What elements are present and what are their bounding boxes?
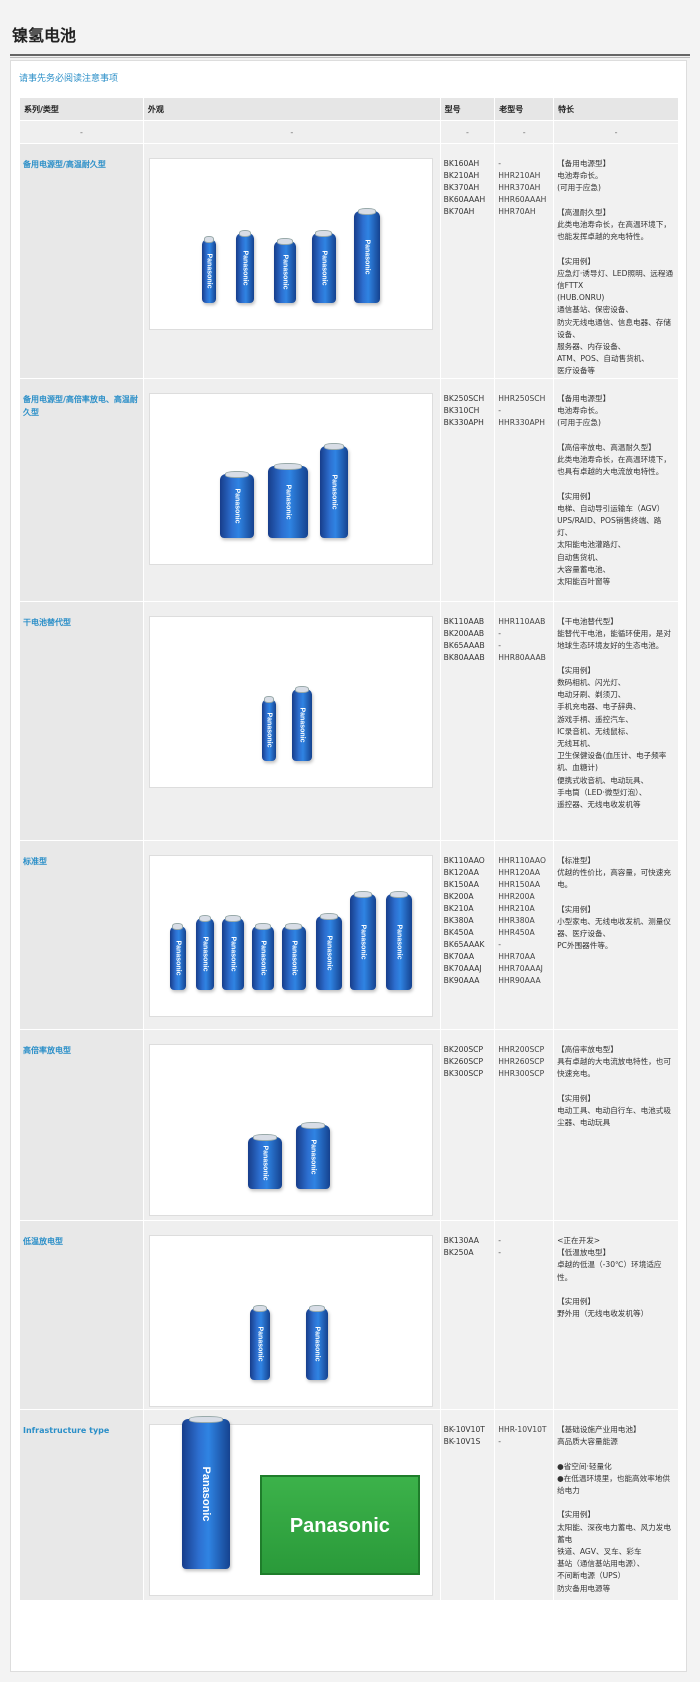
battery-cell: Panasonic (181, 1416, 230, 1569)
series-link[interactable]: 备用电源型/高温耐久型 (23, 160, 106, 169)
features-text: 【标准型】 优越的性价比，高容量，可快速充电。 【实用例】 小型家电、无线电收发… (557, 856, 671, 951)
battery-cell: Panasonic (295, 1122, 330, 1189)
battery-cell: Panasonic (247, 1134, 282, 1189)
table-subheader-row: - - - - - (20, 121, 678, 143)
model-list: BK160AH BK210AH BK370AH BK60AAAH BK70AH (443, 159, 486, 216)
battery-table: 系列/类型 外观 型号 老型号 特长 - - - - - 备用电源型/高温耐久型… (19, 97, 679, 1601)
series-link[interactable]: 标准型 (23, 857, 47, 866)
sub-cell: - (440, 121, 495, 143)
old-model-list: HHR-10V10T - (498, 1425, 547, 1446)
product-image: Panasonic Panasonic (148, 616, 433, 788)
sub-cell: - (20, 121, 143, 143)
series-link[interactable]: 低温放电型 (23, 1237, 63, 1246)
header-model: 型号 (440, 98, 495, 120)
battery-cell: Panasonic (267, 463, 308, 538)
old-model-list: HHR200SCP HHR260SCP HHR300SCP (498, 1045, 545, 1078)
features-text: 【干电池替代型】 能替代干电池，能循环使用，是对地球生态环境友好的生态电池。 【… (557, 617, 671, 810)
battery-cell: Panasonic (385, 891, 412, 990)
model-list: BK130AA BK250A (443, 1236, 479, 1257)
table-row: 高倍率放电型 Panasonic Panasonic BK200SCP BK26… (20, 1030, 678, 1220)
table-row: 低温放电型 Panasonic Panasonic BK130AA BK250A… (20, 1221, 678, 1409)
series-link[interactable]: 备用电源型/高倍率放电、高温耐久型 (23, 395, 138, 417)
battery-cell: Panasonic (201, 236, 216, 303)
sub-cell: - (143, 121, 440, 143)
old-model-list: - HHR210AH HHR370AH HHR60AAAH HHR70AH (498, 159, 547, 216)
product-image: Panasonic Panasonic (148, 1235, 433, 1407)
product-image: Panasonic Panasonic Panasonic Panasonic … (148, 158, 433, 330)
series-link[interactable]: 干电池替代型 (23, 618, 71, 627)
title-divider (10, 54, 690, 58)
series-link[interactable]: 高倍率放电型 (23, 1046, 71, 1055)
battery-cell: Panasonic (311, 230, 336, 303)
table-row: Infrastructure type Panasonic Panasonic … (20, 1410, 678, 1600)
battery-cell: Panasonic (221, 915, 244, 990)
table-row: 备用电源型/高温耐久型 Panasonic Panasonic Panasoni… (20, 144, 678, 378)
battery-cell: Panasonic (169, 923, 186, 990)
battery-cell: Panasonic (291, 686, 312, 761)
features-text: 【高倍率放电型】 具有卓越的大电流放电特性，也可快速充电。 【实用例】 电动工具… (557, 1045, 671, 1128)
battery-cell: Panasonic (251, 923, 274, 990)
model-list: BK250SCH BK310CH BK330APH (443, 394, 485, 427)
battery-cell: Panasonic (249, 1305, 270, 1380)
battery-cell: Panasonic (353, 208, 380, 303)
features-text: 【基础设施产业用电池】 高品质大容量能源 ●省空间·轻量化 ●在低温环境里，也能… (557, 1425, 671, 1593)
sub-cell: - (554, 121, 678, 143)
product-image: Panasonic Panasonic Panasonic Panasonic … (148, 855, 433, 1017)
battery-cell: Panasonic (195, 915, 214, 990)
features-text: 【备用电源型】 电池寿命长。 (可用于应急) 【高倍率放电、高温耐久型】 此类电… (557, 394, 671, 587)
green-battery-module: Panasonic (259, 1475, 420, 1575)
product-image: Panasonic Panasonic (148, 1044, 433, 1216)
product-image: Panasonic Panasonic Panasonic (148, 393, 433, 565)
battery-cell: Panasonic (305, 1305, 328, 1380)
features-text: <正在开发> 【低温放电型】 卓越的低温（-30℃）环境适应性。 【实用例】 野… (557, 1236, 662, 1319)
battery-cell: Panasonic (219, 471, 254, 538)
battery-cell: Panasonic (235, 230, 254, 303)
header-features: 特长 (554, 98, 678, 120)
series-link[interactable]: Infrastructure type (23, 1426, 110, 1435)
header-old-model: 老型号 (495, 98, 554, 120)
old-model-list: HHR110AAO HHR120AA HHR150AA HHR200A HHR2… (498, 856, 546, 985)
model-list: BK-10V10T BK-10V1S (443, 1425, 485, 1446)
content-panel: 请事先务必阅读注意事项 系列/类型 外观 型号 老型号 特长 - - - - -… (10, 60, 687, 1672)
header-series: 系列/类型 (20, 98, 143, 120)
battery-cell: Panasonic (319, 443, 348, 538)
table-header-row: 系列/类型 外观 型号 老型号 特长 (20, 98, 678, 120)
old-model-list: HHR110AAB - - HHR80AAAB (498, 617, 546, 662)
table-row: 标准型 Panasonic Panasonic Panasonic Panaso… (20, 841, 678, 1029)
product-image: Panasonic Panasonic (148, 1416, 433, 1596)
model-list: BK110AAB BK200AAB BK65AAAB BK80AAAB (443, 617, 485, 662)
battery-cell: Panasonic (315, 913, 342, 990)
battery-cell: Panasonic (281, 923, 306, 990)
features-text: 【备用电源型】 电池寿命长。 (可用于应急) 【高温耐久型】 此类电池寿命长，在… (557, 159, 674, 376)
model-list: BK200SCP BK260SCP BK300SCP (443, 1045, 484, 1078)
old-model-list: - - (498, 1236, 502, 1257)
old-model-list: HHR250SCH - HHR330APH (498, 394, 546, 427)
table-row: 干电池替代型 Panasonic Panasonic BK110AAB BK20… (20, 602, 678, 840)
table-row: 备用电源型/高倍率放电、高温耐久型 Panasonic Panasonic Pa… (20, 379, 678, 601)
page-title: 镍氢电池 (12, 26, 77, 45)
notice-link[interactable]: 请事先务必阅读注意事项 (19, 74, 119, 84)
battery-cell: Panasonic (273, 238, 296, 303)
model-list: BK110AAO BK120AA BK150AA BK200A BK210A B… (443, 856, 485, 985)
header-appearance: 外观 (143, 98, 440, 120)
sub-cell: - (495, 121, 554, 143)
battery-cell: Panasonic (261, 696, 276, 761)
battery-cell: Panasonic (349, 891, 376, 990)
